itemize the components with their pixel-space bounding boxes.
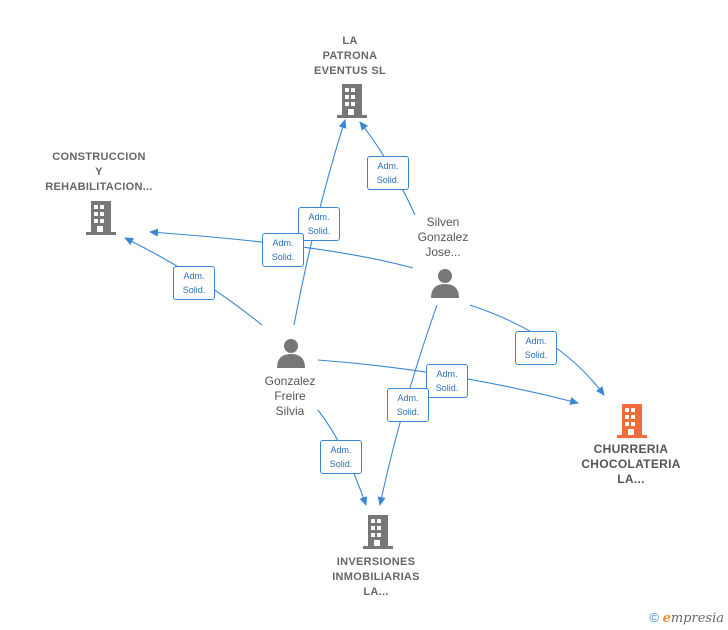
empresia-watermark: © empresia [649, 610, 724, 626]
churreria-label[interactable]: CHURRERIA CHOCOLATERIA LA... [581, 442, 681, 486]
inversiones-label[interactable]: INVERSIONES INMOBILIARIAS LA... [332, 556, 420, 598]
edge-badge-silven-la-patrona[interactable]: Adm. Solid. [367, 156, 409, 190]
la-patrona-label[interactable]: LA PATRONA EVENTUS SL [313, 35, 387, 77]
brand-logo: empresia [662, 611, 724, 626]
edge-badge-gonzalez-la-patrona[interactable]: Adm. Solid. [298, 207, 340, 241]
la-patrona-building-icon[interactable] [337, 84, 367, 118]
gonzalez-person-icon[interactable] [277, 339, 305, 368]
construccion-label[interactable]: CONSTRUCCION Y REHABILITACION... [45, 151, 153, 193]
churreria-building-icon[interactable] [617, 404, 647, 438]
silven-label[interactable]: Silven Gonzalez Jose... [417, 215, 469, 259]
gonzalez-label[interactable]: Gonzalez Freire Silvia [264, 374, 316, 418]
edge-badge-silven-churreria[interactable]: Adm. Solid. [515, 331, 557, 365]
silven-person-icon[interactable] [431, 269, 459, 298]
edge-badge-gonzalez-churreria[interactable]: Adm. Solid. [426, 364, 468, 398]
copyright-symbol: © [649, 610, 659, 625]
edge-badge-silven-construccion[interactable]: Adm. Solid. [262, 233, 304, 267]
construccion-building-icon[interactable] [86, 201, 116, 235]
edge-badge-gonzalez-inversiones[interactable]: Adm. Solid. [320, 440, 362, 474]
edge-silven-to-construccion [149, 228, 414, 269]
inversiones-building-icon[interactable] [363, 515, 393, 549]
edge-badge-gonzalez-construccion[interactable]: Adm. Solid. [173, 266, 215, 300]
edge-badge-silven-inversiones[interactable]: Adm. Solid. [387, 388, 429, 422]
